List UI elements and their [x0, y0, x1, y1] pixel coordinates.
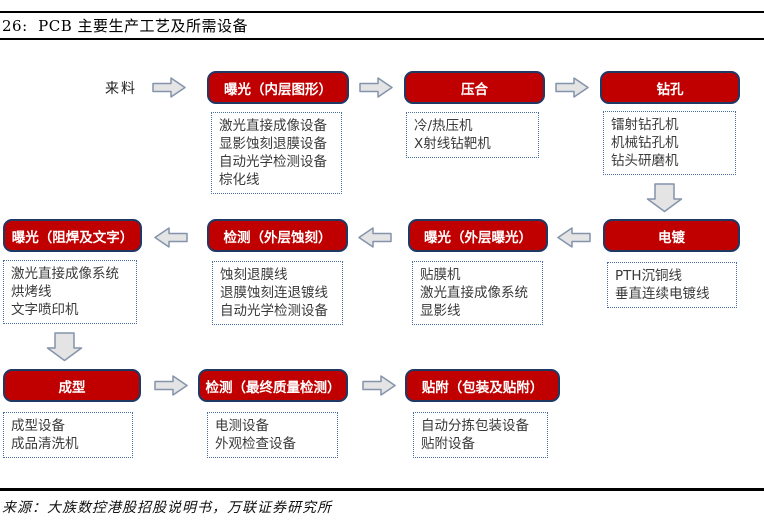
top-rule [0, 11, 764, 13]
process-node-label: 电镀 [658, 229, 685, 246]
process-node-forming: 成型 [3, 369, 141, 402]
process-node-label: 压合 [461, 81, 488, 98]
equipment-item: 自动光学检测设备 [220, 303, 328, 319]
arrow-down-icon [46, 332, 83, 362]
equipment-item: 烘烤线 [11, 284, 52, 300]
equipment-item: 贴膜机 [420, 267, 461, 283]
source-note: 来源：大族数控港股招股说明书，万联证券研究所 [2, 500, 332, 516]
process-node-label: 成型 [58, 379, 86, 396]
equipment-item: 成型设备 [11, 418, 65, 434]
equipment-list-forming: 成型设备 成品清洗机 [3, 412, 133, 458]
equipment-item: 机械钻孔机 [611, 135, 679, 151]
process-node-label: 检测（最终质量检测） [205, 379, 341, 396]
equipment-item: 激光直接成像设备 [219, 118, 327, 134]
process-node-label: 钻孔 [656, 81, 684, 98]
process-node-label: 曝光（外层曝光） [424, 229, 532, 246]
process-node-lamination: 压合 [404, 71, 545, 104]
equipment-list-exposure-outer: 贴膜机 激光直接成像系统 显影线 [412, 261, 543, 325]
figure-title: 26: PCB 主要生产工艺及所需设备 [2, 17, 249, 35]
process-node-drilling: 钻孔 [600, 71, 740, 104]
equipment-list-final-quality-inspection: 电测设备 外观检查设备 [207, 412, 338, 458]
arrow-left-icon [557, 226, 591, 249]
equipment-item: 贴附设备 [421, 436, 475, 452]
arrow-left-icon [154, 226, 188, 249]
equipment-list-drilling: 镭射钻孔机 机械钻孔机 钻头研磨机 [603, 111, 736, 175]
equipment-item: 显影线 [420, 303, 461, 319]
title-rule [0, 38, 764, 40]
equipment-list-lamination: 冷/热压机 X射线钻靶机 [406, 112, 539, 158]
equipment-list-exposure-inner-pattern: 激光直接成像设备 显影蚀刻退膜设备 自动光学检测设备 棕化线 [211, 112, 342, 194]
arrow-right-icon [555, 76, 589, 99]
equipment-item: 文字喷印机 [11, 302, 79, 318]
process-node-label: 曝光（阻焊及文字） [11, 229, 134, 246]
equipment-list-plating: PTH沉铜线 垂直连续电镀线 [607, 262, 737, 308]
process-node-label: 检测（外层蚀刻） [223, 229, 332, 246]
equipment-list-attach-packaging: 自动分拣包装设备 贴附设备 [413, 412, 548, 458]
equipment-list-exposure-soldermask-legend: 激光直接成像系统 烘烤线 文字喷印机 [3, 260, 137, 324]
equipment-item: 激光直接成像系统 [420, 285, 528, 301]
equipment-item: 镭射钻孔机 [611, 117, 679, 133]
process-node-final-quality-inspection: 检测（最终质量检测） [198, 369, 348, 402]
equipment-item: PTH沉铜线 [615, 268, 683, 284]
process-node-label: 曝光（内层图形） [224, 81, 332, 98]
start-label: 来料 [105, 81, 137, 97]
process-node-exposure-soldermask-legend: 曝光（阻焊及文字） [3, 219, 142, 252]
process-node-plating: 电镀 [603, 219, 740, 252]
process-node-attach-packaging: 贴附（包装及贴附） [405, 369, 560, 402]
process-node-exposure-outer: 曝光（外层曝光） [408, 219, 548, 252]
equipment-item: 冷/热压机 [414, 118, 473, 134]
equipment-item: 外观检查设备 [215, 436, 296, 452]
equipment-item: 显影蚀刻退膜设备 [219, 136, 327, 152]
arrow-left-icon [358, 226, 392, 249]
bottom-rule [0, 488, 764, 491]
equipment-item: 自动分拣包装设备 [421, 418, 529, 434]
equipment-item: 钻头研磨机 [611, 153, 679, 169]
equipment-item: 垂直连续电镀线 [615, 286, 710, 302]
equipment-item: X射线钻靶机 [414, 136, 491, 152]
arrow-right-icon [154, 374, 188, 397]
arrow-right-icon [362, 374, 396, 397]
arrow-down-icon [646, 183, 683, 213]
equipment-list-inspection-outer-etch: 蚀刻退膜线 退膜蚀刻连退镀线 自动光学检测设备 [212, 261, 343, 325]
process-node-label: 贴附（包装及贴附） [421, 379, 544, 396]
equipment-item: 电测设备 [215, 418, 269, 434]
equipment-item: 成品清洗机 [11, 436, 79, 452]
arrow-right-icon [152, 76, 186, 99]
process-node-inspection-outer-etch: 检测（外层蚀刻） [207, 219, 348, 252]
equipment-item: 棕化线 [219, 172, 260, 188]
equipment-item: 蚀刻退膜线 [220, 267, 288, 283]
equipment-item: 激光直接成像系统 [11, 266, 119, 282]
equipment-item: 退膜蚀刻连退镀线 [220, 285, 328, 301]
equipment-item: 自动光学检测设备 [219, 154, 327, 170]
arrow-right-icon [359, 76, 393, 99]
process-node-exposure-inner-pattern: 曝光（内层图形） [207, 71, 349, 104]
